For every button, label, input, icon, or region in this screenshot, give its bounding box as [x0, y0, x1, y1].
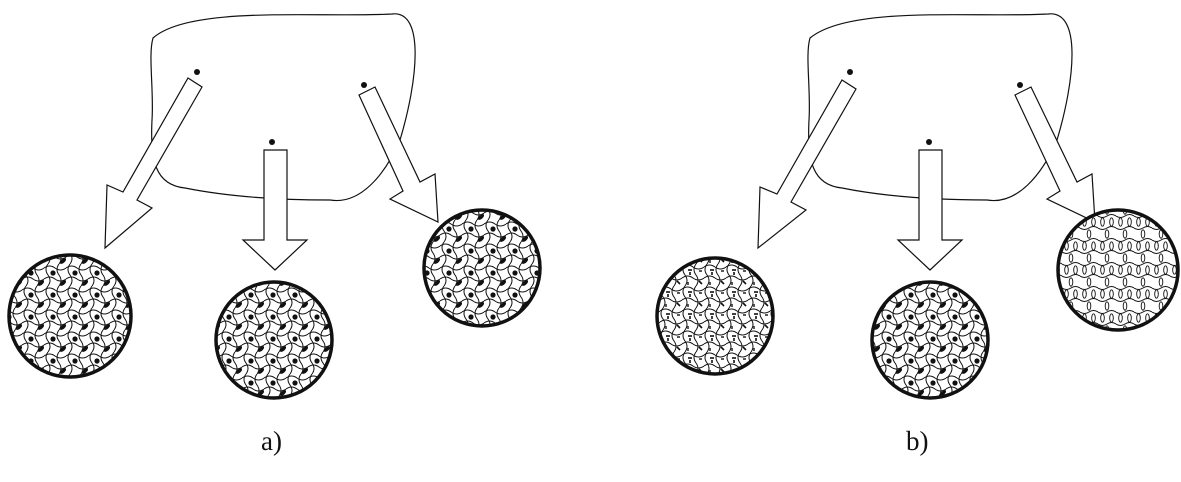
panel-a — [9, 14, 540, 398]
arrow — [105, 78, 202, 248]
arrow — [898, 150, 962, 270]
sample-point — [847, 69, 853, 75]
microstructure-circle — [1058, 210, 1178, 330]
sample-point — [1017, 82, 1023, 88]
microstructure-circle — [9, 255, 131, 377]
sample-point — [361, 82, 367, 88]
sample-point — [194, 69, 200, 75]
microstructure-circle — [872, 282, 988, 398]
arrow — [758, 80, 856, 248]
microstructure-circle — [424, 210, 540, 326]
microstructure-circle — [657, 258, 773, 374]
panel-caption-b: b) — [906, 426, 929, 457]
panel-b — [657, 14, 1178, 398]
arrow — [1015, 87, 1095, 222]
arrow — [359, 87, 438, 222]
panel-caption-a: a) — [261, 426, 282, 457]
arrow — [243, 150, 307, 270]
microstructure-circle — [216, 282, 332, 398]
sample-point — [269, 139, 275, 145]
sample-point — [926, 139, 932, 145]
